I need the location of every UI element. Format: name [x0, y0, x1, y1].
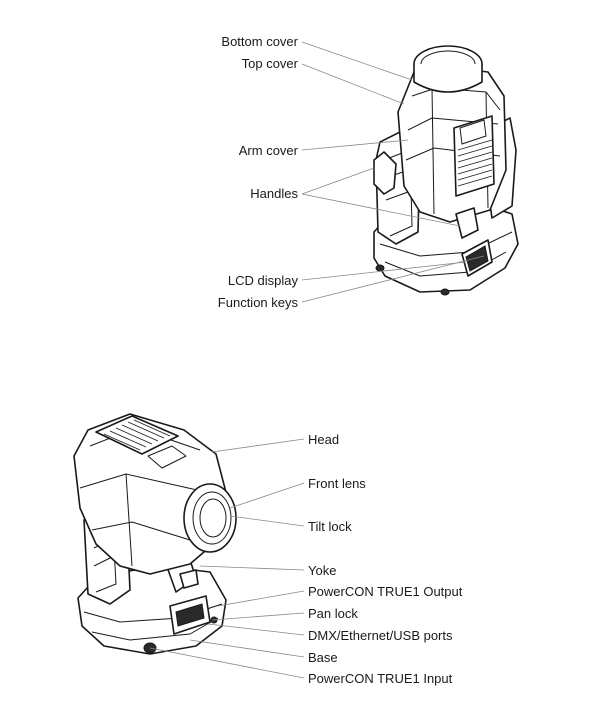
- label-head: Head: [308, 432, 340, 447]
- label-bottom-cover: Bottom cover: [221, 34, 298, 49]
- top-fixture-drawing: [373, 45, 519, 296]
- label-tilt-lock: Tilt lock: [308, 519, 352, 534]
- label-powercon-output: PowerCON TRUE1 Output: [308, 584, 463, 599]
- label-function-keys: Function keys: [217, 295, 298, 310]
- label-yoke: Yoke: [308, 563, 337, 578]
- label-handles: Handles: [250, 186, 298, 201]
- bottom-leaders: [149, 438, 305, 679]
- label-pan-lock: Pan lock: [308, 606, 358, 621]
- label-base: Base: [308, 650, 338, 665]
- bottom-fixture-drawing: [73, 413, 237, 655]
- label-dmx-ports: DMX/Ethernet/USB ports: [308, 628, 453, 643]
- label-front-lens: Front lens: [308, 476, 366, 491]
- label-arm-cover: Arm cover: [238, 143, 298, 158]
- label-lcd-display: LCD display: [227, 273, 298, 288]
- top-leaders: [301, 41, 485, 303]
- label-top-cover: Top cover: [241, 56, 298, 71]
- label-powercon-input: PowerCON TRUE1 Input: [308, 671, 453, 686]
